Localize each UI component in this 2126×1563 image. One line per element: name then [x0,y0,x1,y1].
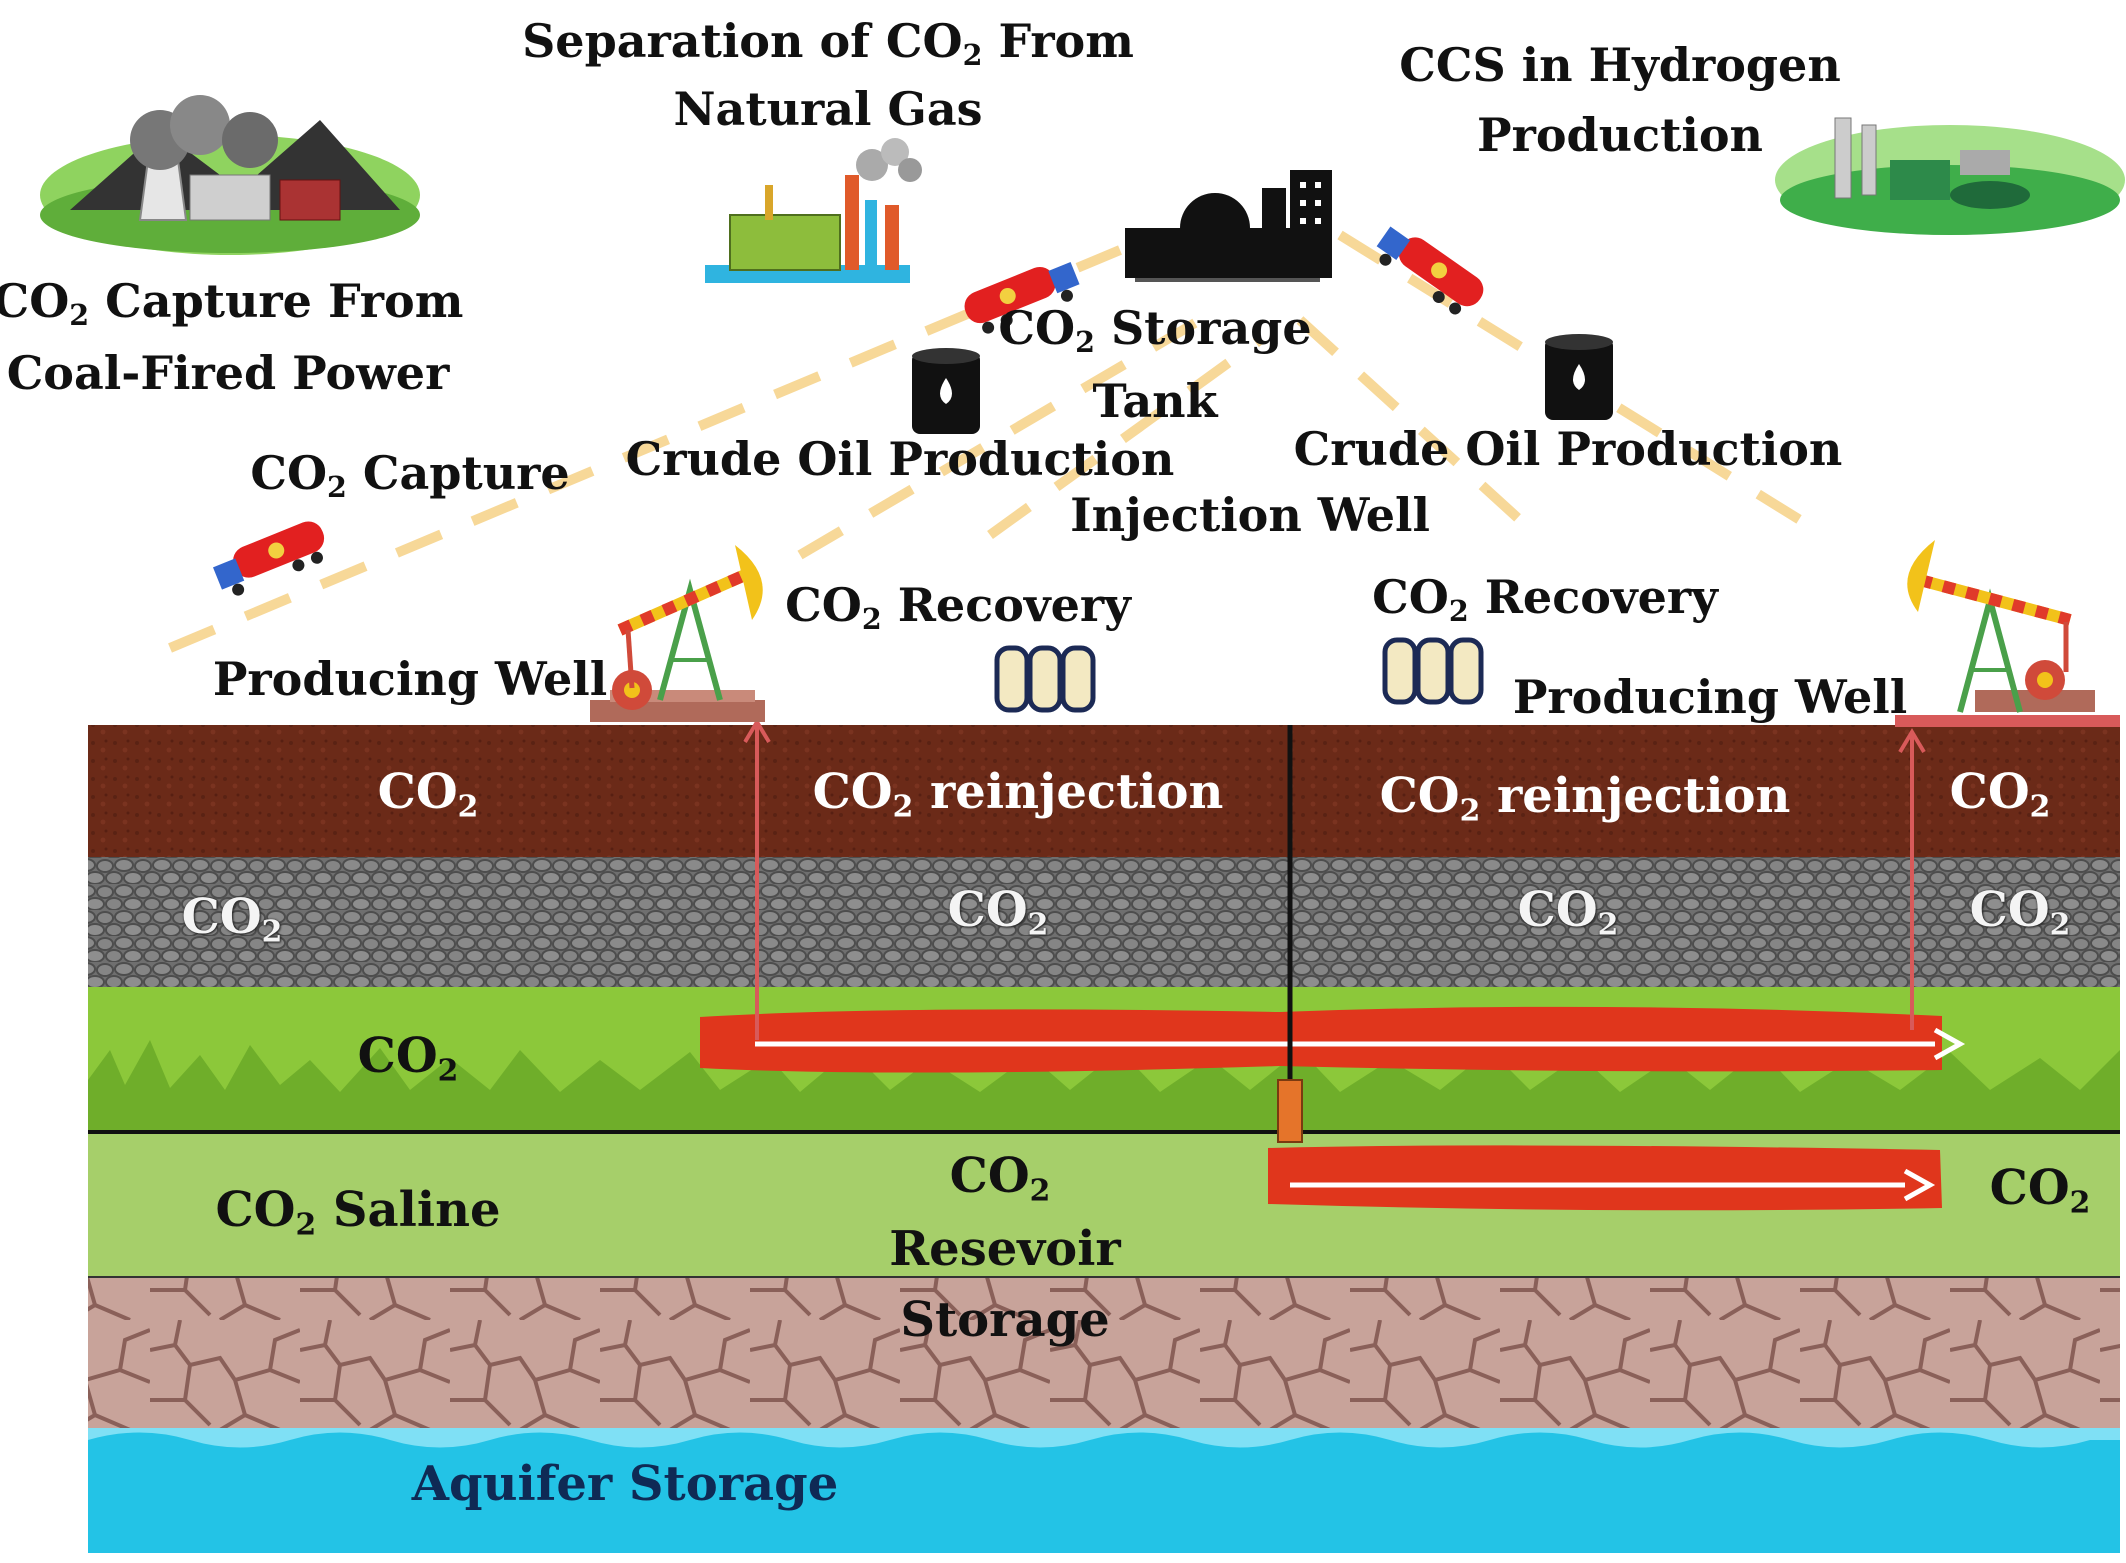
label-storage-tank-line2: Tank [1092,374,1218,428]
label-coal-capture-line2: Coal-Fired Power [6,346,450,400]
label-co2-recovery-right: CO2 Recovery [1372,570,1718,628]
label-rock-co2-c: CO2 [1517,882,1619,943]
label-topsoil-co2-right: CO2 [1949,764,2051,825]
label-natural-gas-line2: Natural Gas [673,82,983,136]
co2-tanker-truck-icon [212,521,325,596]
rock-layer [88,857,2120,987]
label-aquifer-storage: Aquifer Storage [411,1456,839,1512]
co2-tanker-truck-icon [964,261,1080,334]
label-grass-co2: CO2 [357,1028,459,1089]
label-crude-oil-left: Crude Oil Production [625,432,1175,486]
aquifer-wave [88,1428,2120,1448]
label-producing-well-right: Producing Well [1512,670,1908,724]
oil-barrel-icon [912,348,980,434]
aquifer-layer [88,1428,2120,1553]
injection-well-nozzle [1277,1079,1303,1143]
label-storage-tank-line1: CO2 Storage [998,301,1312,359]
co2-cylinders-icon [1382,637,1484,705]
label-saline-co2-right: CO2 [1989,1160,2091,1221]
label-hydrogen-line1: CCS in Hydrogen [1399,38,1841,92]
gas-plant-icon [705,138,922,283]
clay-storage-layer [88,1278,2120,1428]
pumpjack-icon [1895,540,2120,727]
label-saline-co2-mid: CO2 [949,1148,1051,1209]
label-resevoir: Resevoir [889,1221,1121,1277]
label-rock-co2-a: CO2 [181,889,283,950]
oil-barrel-icon [1545,334,1613,420]
label-rock-co2-b: CO2 [947,882,1049,943]
label-co2-reinjection-left: CO2 reinjection [812,764,1224,825]
label-topsoil-co2-left: CO2 [377,764,479,825]
pumpjack-icon [590,545,765,722]
label-injection-well: Injection Well [1070,488,1430,542]
label-crude-oil-right: Crude Oil Production [1293,422,1843,476]
hydrogen-plant-icon [1775,117,2125,235]
grass-blades [88,1040,2120,1132]
co2-plume-upper [700,1006,1942,1073]
label-hydrogen-line2: Production [1477,108,1763,162]
label-natural-gas-line1: Separation of CO2 From [522,14,1134,72]
label-co2-saline: CO2 Saline [215,1182,501,1243]
co2-cylinders-icon [994,645,1096,713]
label-co2-capture: CO2 Capture [250,446,570,504]
co2-tanker-truck-icon [1376,226,1484,315]
storage-tank-icon [1125,170,1332,282]
label-co2-reinjection-right: CO2 reinjection [1379,768,1791,829]
label-coal-capture-line1: CO2 Capture From [0,274,464,332]
coal-plant-icon [40,95,420,255]
label-producing-well-left: Producing Well [212,652,608,706]
co2-plume-lower [1268,1145,1942,1211]
label-storage: Storage [900,1292,1110,1348]
label-rock-co2-d: CO2 [1969,882,2071,943]
topsoil-layer [88,725,2120,857]
label-co2-recovery-left: CO2 Recovery [785,578,1131,636]
